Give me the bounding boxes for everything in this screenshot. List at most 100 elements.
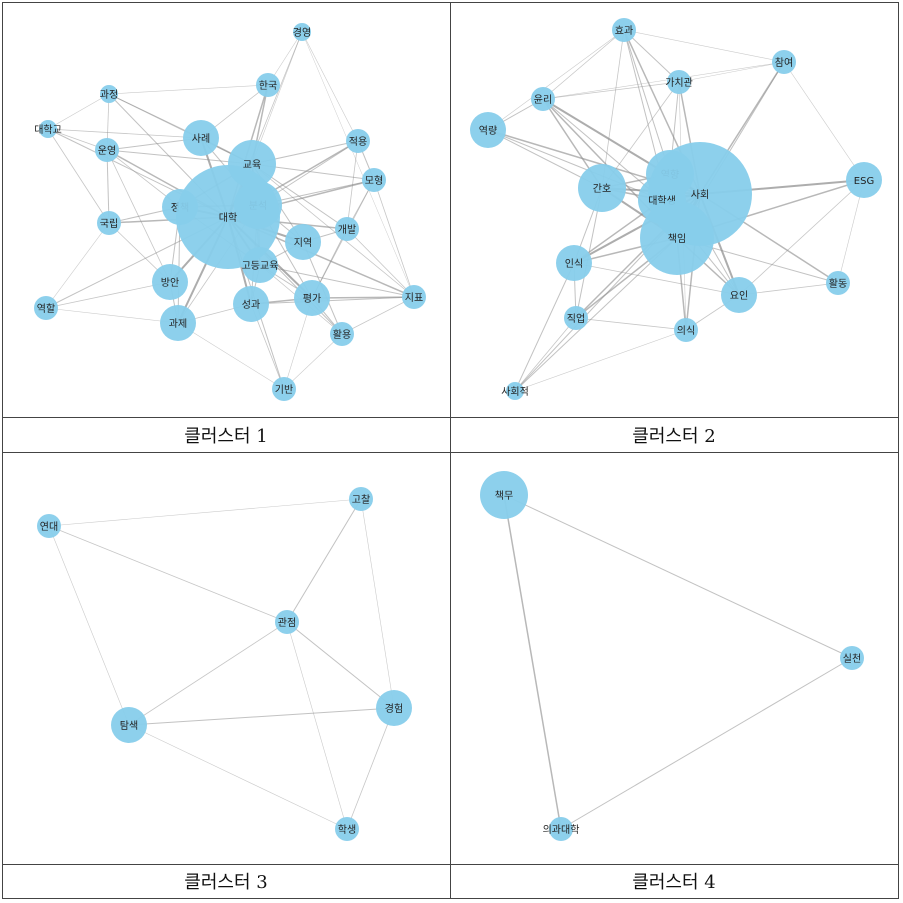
node-label: 탐색 <box>120 720 138 732</box>
edge <box>487 129 663 201</box>
node-가치관: 가치관 <box>665 70 693 94</box>
node-label: 성과 <box>242 299 260 311</box>
cluster-3-caption: 클러스터 3 <box>184 872 267 893</box>
node-label: 책무 <box>495 490 513 502</box>
edge <box>106 149 253 165</box>
node-label: 모형 <box>365 175 383 187</box>
node-circle <box>183 120 219 156</box>
node-효과: 효과 <box>612 18 636 42</box>
edge <box>128 707 395 726</box>
node-circle <box>176 165 280 269</box>
node-label: 기반 <box>275 384 293 396</box>
node-circle <box>667 70 691 94</box>
node-circle <box>470 112 506 148</box>
edge <box>128 724 348 830</box>
node-circle <box>39 120 57 138</box>
cluster-1-caption: 클러스터 1 <box>184 426 267 447</box>
edge <box>45 222 110 309</box>
node-label: 관점 <box>278 617 296 629</box>
node-label: 경영 <box>293 26 311 39</box>
node-label: 간호 <box>593 183 611 195</box>
node-책임: 책임 <box>640 201 714 275</box>
node-circle <box>362 168 386 192</box>
node-circle <box>349 487 373 511</box>
node-circle <box>37 514 61 538</box>
node-대학: 대학 <box>176 165 280 269</box>
node-circle <box>294 280 330 316</box>
node-label: 연대 <box>40 521 58 533</box>
node-label: 대학교 <box>34 124 62 136</box>
node-실천: 실천 <box>840 646 864 670</box>
edge <box>47 128 202 139</box>
node-사회적: 사회적 <box>501 382 529 400</box>
node-label: 활동 <box>829 277 847 290</box>
node-circle <box>402 285 426 309</box>
edge <box>503 494 853 659</box>
node-circle <box>34 296 58 320</box>
node-label: 학생 <box>338 824 356 836</box>
edge <box>250 296 415 305</box>
node-label: 직업 <box>567 312 585 325</box>
node-circle <box>242 247 278 283</box>
edge <box>360 498 395 709</box>
node-label: 고등교육 <box>242 260 279 272</box>
edge <box>177 322 285 390</box>
node-책무: 책무 <box>480 471 528 519</box>
node-연대: 연대 <box>37 514 61 538</box>
node-label: 의식 <box>677 325 695 337</box>
node-circle <box>640 201 714 275</box>
node-탐색: 탐색 <box>111 707 147 743</box>
node-운영: 운영 <box>95 138 119 162</box>
cluster-1-nodes: 경영과정한국대학교사례운영적용교육모형정책분석대학국립개발지역고등교육방안역할지… <box>34 23 426 401</box>
edge <box>106 149 110 224</box>
edge <box>283 333 343 390</box>
node-circle <box>111 707 147 743</box>
node-label: 고찰 <box>352 494 370 506</box>
node-과정: 과정 <box>100 85 118 103</box>
node-한국: 한국 <box>256 73 280 97</box>
node-label: 지표 <box>405 292 423 304</box>
edge <box>503 494 562 830</box>
node-circle <box>293 23 311 41</box>
node-circle <box>721 277 757 313</box>
edge <box>373 179 415 298</box>
node-label: 참여 <box>775 57 793 69</box>
cluster-1-panel: 경영과정한국대학교사례운영적용교육모형정책분석대학국립개발지역고등교육방안역할지… <box>34 23 426 447</box>
node-label: 역량 <box>479 125 497 137</box>
edge <box>542 98 663 201</box>
edge <box>47 93 110 130</box>
node-circle <box>612 18 636 42</box>
node-label: 운영 <box>98 145 116 157</box>
node-label: 실천 <box>843 653 861 665</box>
node-지역: 지역 <box>285 224 321 260</box>
edge <box>301 31 415 298</box>
node-요인: 요인 <box>721 277 757 313</box>
node-참여: 참여 <box>772 50 796 74</box>
node-circle <box>275 610 299 634</box>
node-ESG: ESG <box>846 162 882 198</box>
edge <box>678 61 785 83</box>
node-고등교육: 고등교육 <box>242 247 279 283</box>
node-label: 의과대학 <box>543 824 580 836</box>
edge <box>623 29 680 83</box>
node-label: 윤리 <box>534 94 552 106</box>
node-역량: 역량 <box>470 112 506 148</box>
edge <box>106 149 171 283</box>
node-경영: 경영 <box>293 23 311 41</box>
node-circle <box>772 50 796 74</box>
node-역할: 역할 <box>34 296 58 320</box>
edge <box>341 296 415 335</box>
node-circle <box>564 306 588 330</box>
node-label: 역할 <box>37 303 55 315</box>
node-의과대학: 의과대학 <box>543 817 580 841</box>
node-label: 가치관 <box>665 77 693 89</box>
node-circle <box>335 817 359 841</box>
edge <box>286 498 362 623</box>
node-label: 인식 <box>565 258 583 270</box>
node-label: 사회 <box>691 189 709 201</box>
node-대학교: 대학교 <box>34 120 62 138</box>
edge <box>301 31 359 142</box>
edge <box>560 657 853 830</box>
